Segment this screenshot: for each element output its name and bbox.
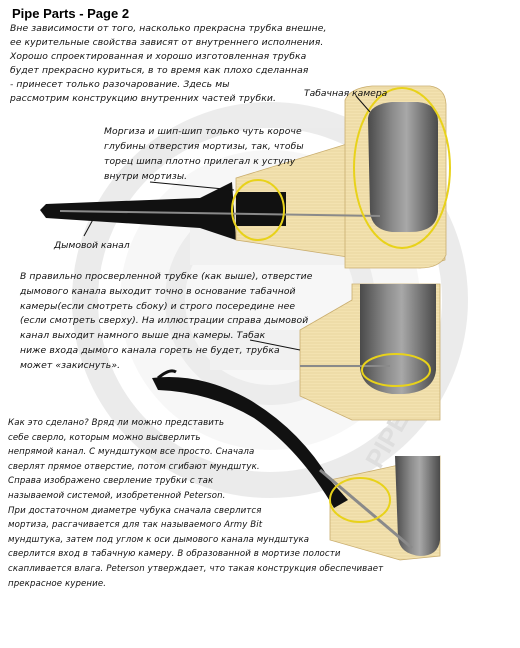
intro-line: Вне зависимости от того, насколько прекр… bbox=[10, 23, 327, 34]
bent-note-line: мундштука, затем под углом к оси дымовог… bbox=[8, 534, 310, 545]
drilling-note-line: ниже входа дымого канала гореть не будет… bbox=[20, 344, 280, 356]
bent-note-line: прекрасное курение. bbox=[8, 578, 107, 589]
chamber-highlight-ring bbox=[353, 87, 451, 249]
pipe-diagram-straight bbox=[40, 85, 451, 269]
mortise-note-line: глубины отверстия мортизы, так, чтобы bbox=[104, 141, 304, 152]
intro-line: - принесет только разочарование. Здесь м… bbox=[10, 79, 230, 90]
tenon bbox=[236, 192, 286, 226]
intro-line: Хорошо спроектированная и хорошо изготов… bbox=[10, 51, 307, 62]
bent-stem bbox=[152, 376, 348, 508]
bent-note-line: называемой системой, изобретенной Peters… bbox=[8, 490, 226, 501]
intro-line: рассмотрим конструкцию внутренних частей… bbox=[10, 93, 276, 104]
bent-pipe-note: Как это сделано? Вряд ли можно представи… bbox=[8, 416, 383, 591]
drilling-note-line: дымового канала выходит точно в основани… bbox=[20, 285, 296, 297]
drilling-note-line: В правильно просверленной трубке (как вы… bbox=[20, 271, 313, 282]
pipe-diagram-bent-peterson bbox=[152, 369, 441, 561]
bent-note-line: Справа изображено сверление трубки с так bbox=[8, 476, 214, 487]
bent-note-line: При достаточном диаметре чубука сначала … bbox=[8, 505, 262, 516]
drilling-note-line: камеры(если смотреть сбоку) и строго пос… bbox=[20, 300, 296, 312]
pipe-stem bbox=[40, 182, 236, 240]
drilling-note-line: канал выходит намного выше дна камеры. Т… bbox=[20, 330, 266, 342]
pipe-diagram-bad-drilling bbox=[249, 283, 441, 421]
bent-note-line: непрямой канал. С мундштуком все просто.… bbox=[8, 447, 255, 458]
drilling-note: В правильно просверленной трубке (как вы… bbox=[20, 270, 312, 374]
drilling-note-line: (если смотреть сверху). На иллюстрации с… bbox=[20, 315, 309, 327]
smoke-channel-label: Дымовой канал bbox=[54, 240, 130, 251]
intro-paragraph: Вне зависимости от того, насколько прекр… bbox=[10, 22, 327, 106]
mortise-note-line: торец шипа плотно прилегал к уступу bbox=[104, 156, 296, 167]
bent-note-line: скапливается влага. Peterson утверждает,… bbox=[8, 563, 384, 574]
bowl-chamber-label: Табачная камера bbox=[304, 88, 388, 99]
mortise-note-line: Моргиза и шип-шип только чуть короче bbox=[104, 126, 302, 137]
bent-note-line: себе сверло, которым можно высверлить bbox=[8, 432, 201, 443]
intro-line: ее курительные свойства зависят от внутр… bbox=[10, 37, 324, 48]
mortise-highlight-ring bbox=[231, 179, 285, 241]
smoke-channel-line bbox=[59, 210, 381, 217]
intro-line: будет прекрасно куриться, в то время как… bbox=[10, 65, 309, 76]
bent-note-line: сверлится вход в табачную камеру. В обра… bbox=[8, 549, 341, 560]
drilling-note-line: может «закиснуть». bbox=[20, 359, 121, 371]
mortise-note: Моргиза и шип-шип только чуть короче глу… bbox=[104, 124, 304, 184]
mortise-note-line: внутри мортизы. bbox=[104, 171, 188, 182]
bent-note-line: сверлят прямое отверстие, потом сгибают … bbox=[8, 461, 260, 472]
tobacco-chamber bbox=[368, 102, 438, 232]
bent-note-line: мортиза, расгачивается для так называемо… bbox=[8, 520, 263, 531]
page-title: Pipe Parts - Page 2 bbox=[12, 6, 130, 21]
bent-note-line: Как это сделано? Вряд ли можно представи… bbox=[8, 418, 225, 428]
